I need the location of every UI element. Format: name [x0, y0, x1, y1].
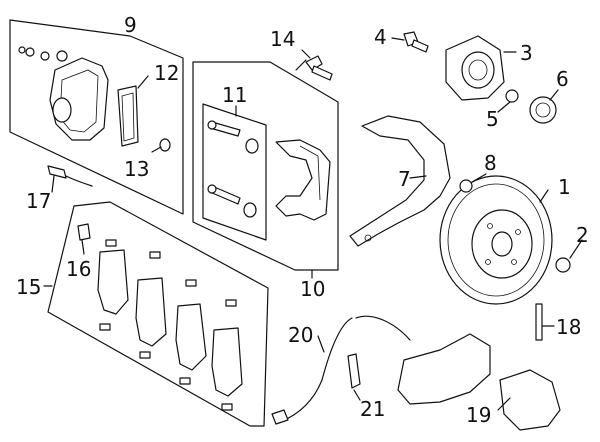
callout-8: 8 [484, 151, 497, 175]
callout-18: 18 [556, 315, 581, 339]
bolt-8 [459, 179, 473, 193]
callout-13: 13 [124, 157, 149, 181]
group-box-10 [192, 61, 339, 271]
callout-1: 1 [558, 175, 571, 199]
callout-labels: 1 2 3 4 5 6 7 8 9 10 11 12 13 14 15 16 1… [16, 13, 589, 427]
callout-5: 5 [486, 107, 499, 131]
caliper-bracket-10 [275, 139, 331, 221]
callout-3: 3 [520, 41, 533, 65]
bolt-16 [77, 223, 91, 241]
nut-5 [505, 89, 519, 103]
leader-lines [43, 37, 583, 411]
group-box-15 [47, 201, 269, 427]
brake-rotor-1 [439, 175, 553, 305]
callout-15: 15 [16, 275, 41, 299]
steering-knuckle-19 [397, 333, 561, 431]
sensor-bolt-18 [535, 303, 543, 341]
callout-17: 17 [26, 189, 51, 213]
cap-6 [529, 96, 557, 124]
nut-2 [555, 257, 571, 273]
callout-11: 11 [222, 83, 247, 107]
callout-10: 10 [300, 277, 325, 301]
bolt-14 [301, 49, 333, 81]
group-box-11 [202, 103, 267, 241]
bolt-4 [403, 31, 429, 53]
pad-kit-15 [97, 239, 243, 411]
guide-pins-11 [207, 120, 259, 218]
group-box-9 [9, 19, 184, 215]
bolt-13 [151, 138, 171, 153]
callout-7: 7 [398, 167, 411, 191]
callout-12: 12 [154, 61, 179, 85]
wear-sensor-17 [47, 165, 93, 187]
callout-19: 19 [466, 403, 491, 427]
brake-pad-12 [117, 85, 139, 147]
callout-16: 16 [66, 257, 91, 281]
callout-6: 6 [556, 67, 569, 91]
abs-sensor-21 [347, 353, 361, 389]
callout-14: 14 [270, 27, 295, 51]
callout-21: 21 [360, 397, 385, 421]
abs-harness-20 [271, 315, 411, 425]
wheel-hub-3 [445, 35, 505, 101]
dust-shield-7 [349, 115, 451, 247]
callout-9: 9 [124, 13, 137, 37]
callout-2: 2 [576, 223, 589, 247]
caliper-housing [18, 46, 109, 141]
callout-4: 4 [374, 25, 387, 49]
callout-20: 20 [288, 323, 313, 347]
